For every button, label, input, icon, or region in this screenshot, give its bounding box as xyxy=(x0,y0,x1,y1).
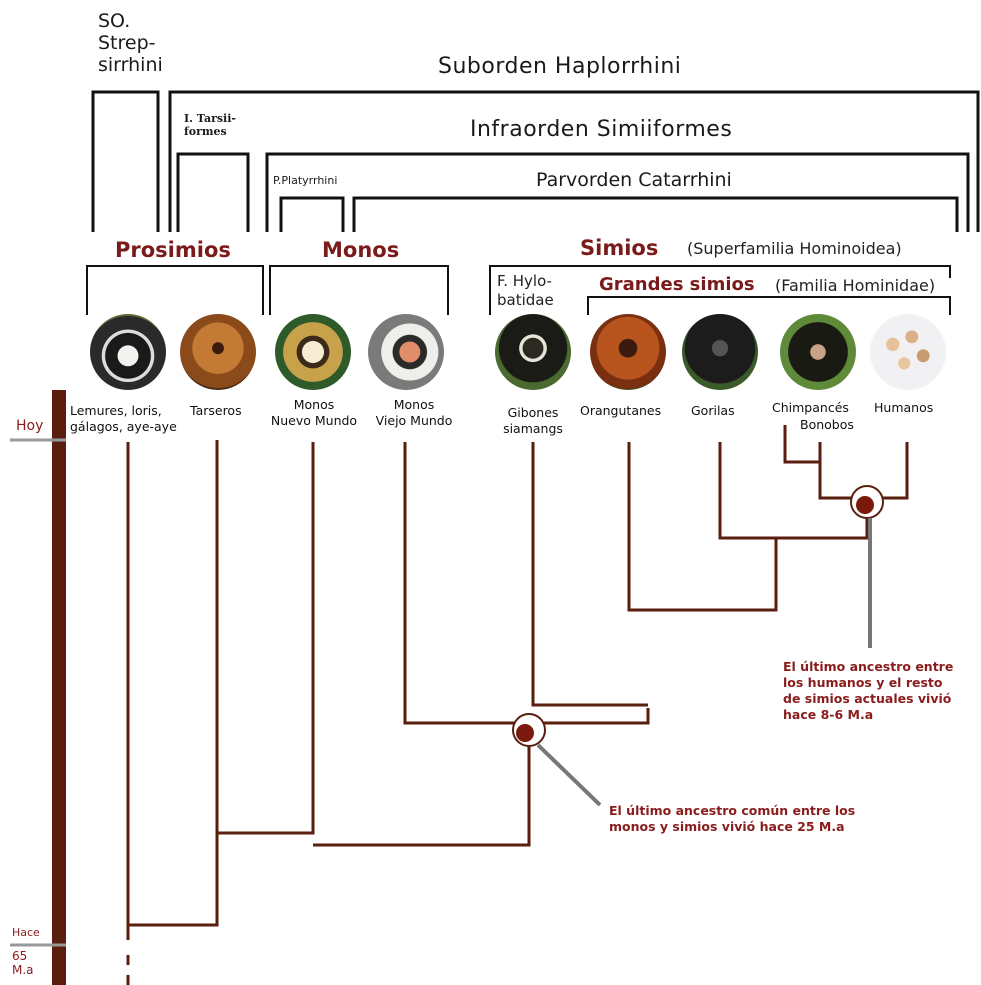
group-monos: Monos xyxy=(322,238,400,262)
header-tarsiiformes: I. Tarsii- formes xyxy=(184,112,236,138)
label-bonobos: Bonobos xyxy=(800,417,854,432)
label-gibbons: Gibones siamangs xyxy=(503,405,563,436)
group-hylobatidae: F. Hylo- batidae xyxy=(497,272,554,309)
group-grandes-sub: (Familia Hominidae) xyxy=(775,276,936,295)
label-chimpanzees: Chimpancés xyxy=(772,400,849,415)
label-humans: Humanos xyxy=(874,400,934,415)
header-strepsirrhini: SO. Strep- sirrhini xyxy=(98,10,163,76)
humans-photo xyxy=(870,314,946,390)
tarsier-photo xyxy=(180,314,256,390)
note-monkey-ape-ancestor: El último ancestro común entre los monos… xyxy=(609,803,856,834)
gorilla-photo xyxy=(682,314,758,390)
group-simios: Simios xyxy=(580,236,659,260)
gibbon-photo xyxy=(495,314,571,390)
label-gorillas: Gorilas xyxy=(691,403,735,418)
squirrel-monkey-photo xyxy=(275,314,351,390)
orangutan-photo xyxy=(590,314,666,390)
timeline-today: Hoy xyxy=(16,418,44,434)
header-catarrhini: Parvorden Catarrhini xyxy=(536,169,732,191)
group-grandes-simios: Grandes simios xyxy=(599,274,755,295)
header-platyrrhini: P.Platyrrhini xyxy=(273,174,338,187)
header-haplorrhini: Suborden Haplorrhini xyxy=(438,54,682,79)
timeline-65-mya: 65 M.a xyxy=(12,949,34,977)
label-new-world-monkeys: Monos Nuevo Mundo xyxy=(270,397,358,428)
group-simios-sub: (Superfamilia Hominoidea) xyxy=(687,239,902,258)
label-lemurs: Lemures, loris, gálagos, aye-aye xyxy=(70,403,177,434)
lemur-photo xyxy=(90,314,166,390)
note-human-ape-ancestor: El último ancestro entre los humanos y e… xyxy=(783,659,954,722)
label-tarsiers: Tarseros xyxy=(190,403,242,418)
old-world-monkey-photo xyxy=(368,314,444,390)
chimpanzee-photo xyxy=(780,314,856,390)
label-orangutans: Orangutanes xyxy=(580,403,662,418)
header-simiiformes: Infraorden Simiiformes xyxy=(470,117,733,142)
label-old-world-monkeys: Monos Viejo Mundo xyxy=(375,397,453,428)
group-prosimios: Prosimios xyxy=(115,238,231,262)
timeline-ago: Hace xyxy=(12,926,40,939)
